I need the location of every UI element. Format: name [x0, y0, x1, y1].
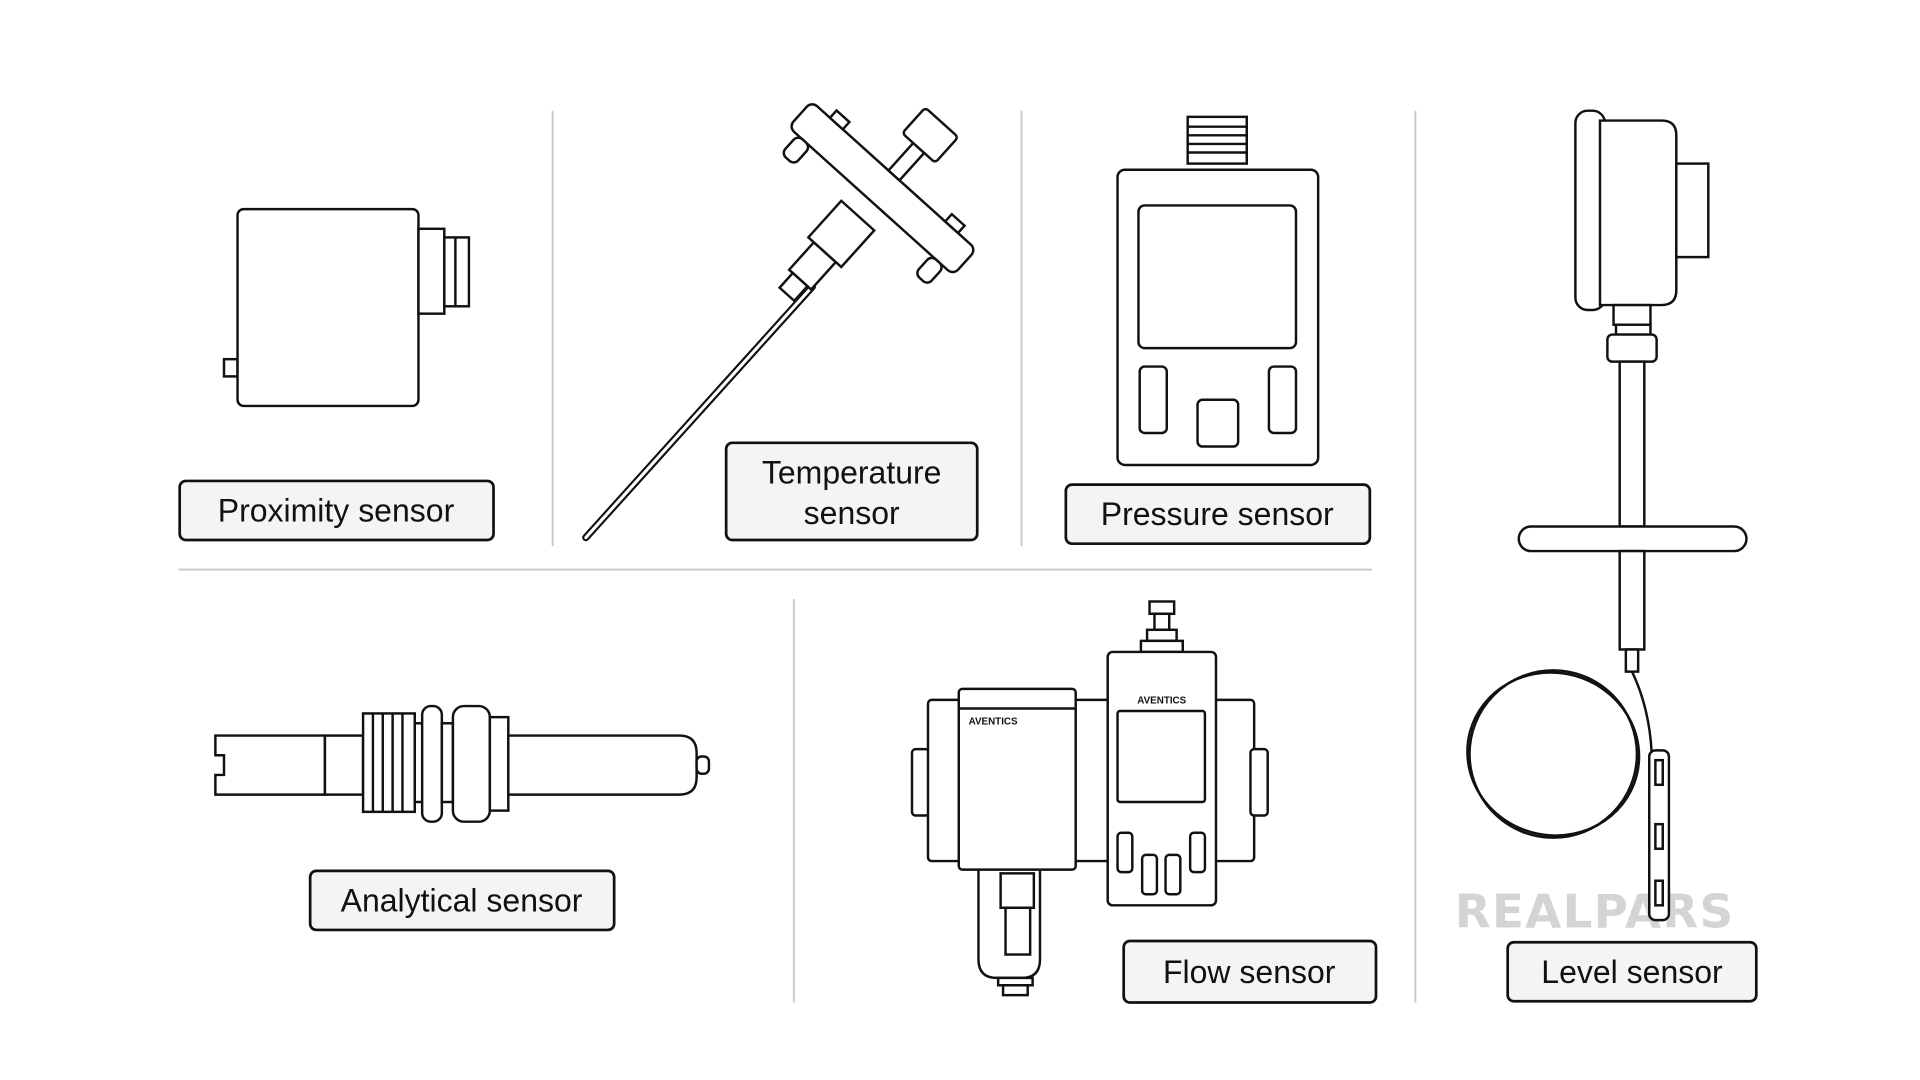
realpars-watermark: REALPARS [1455, 885, 1735, 939]
flow-sensor-label: Flow sensor [1122, 939, 1378, 1004]
proximity-sensor-label: Proximity sensor [178, 479, 495, 542]
temperature-sensor-illustration [582, 103, 975, 542]
temperature-sensor-label: Temperature sensor [724, 441, 979, 542]
svg-text:Flow sensor: Flow sensor [1163, 954, 1336, 990]
flow-brand-left: AVENTICS [969, 717, 1018, 728]
flow-brand-right: AVENTICS [1137, 696, 1186, 707]
svg-text:Analytical sensor: Analytical sensor [341, 882, 583, 918]
pressure-sensor-label: Pressure sensor [1064, 483, 1372, 546]
svg-text:Pressure sensor: Pressure sensor [1101, 496, 1334, 532]
flow-sensor-illustration: AVENTICS AVENTICS [910, 600, 1269, 997]
svg-text:sensor: sensor [804, 495, 900, 531]
pressure-sensor-illustration [1116, 115, 1320, 467]
analytical-sensor-illustration [214, 704, 711, 823]
analytical-sensor-label: Analytical sensor [308, 869, 616, 932]
level-sensor-label: Level sensor [1506, 940, 1758, 1003]
svg-text:Level sensor: Level sensor [1541, 954, 1723, 990]
svg-text:Temperature: Temperature [762, 454, 942, 490]
level-sensor-illustration [1466, 109, 1748, 922]
proximity-sensor-illustration [222, 207, 471, 408]
svg-text:Proximity sensor: Proximity sensor [218, 493, 455, 529]
